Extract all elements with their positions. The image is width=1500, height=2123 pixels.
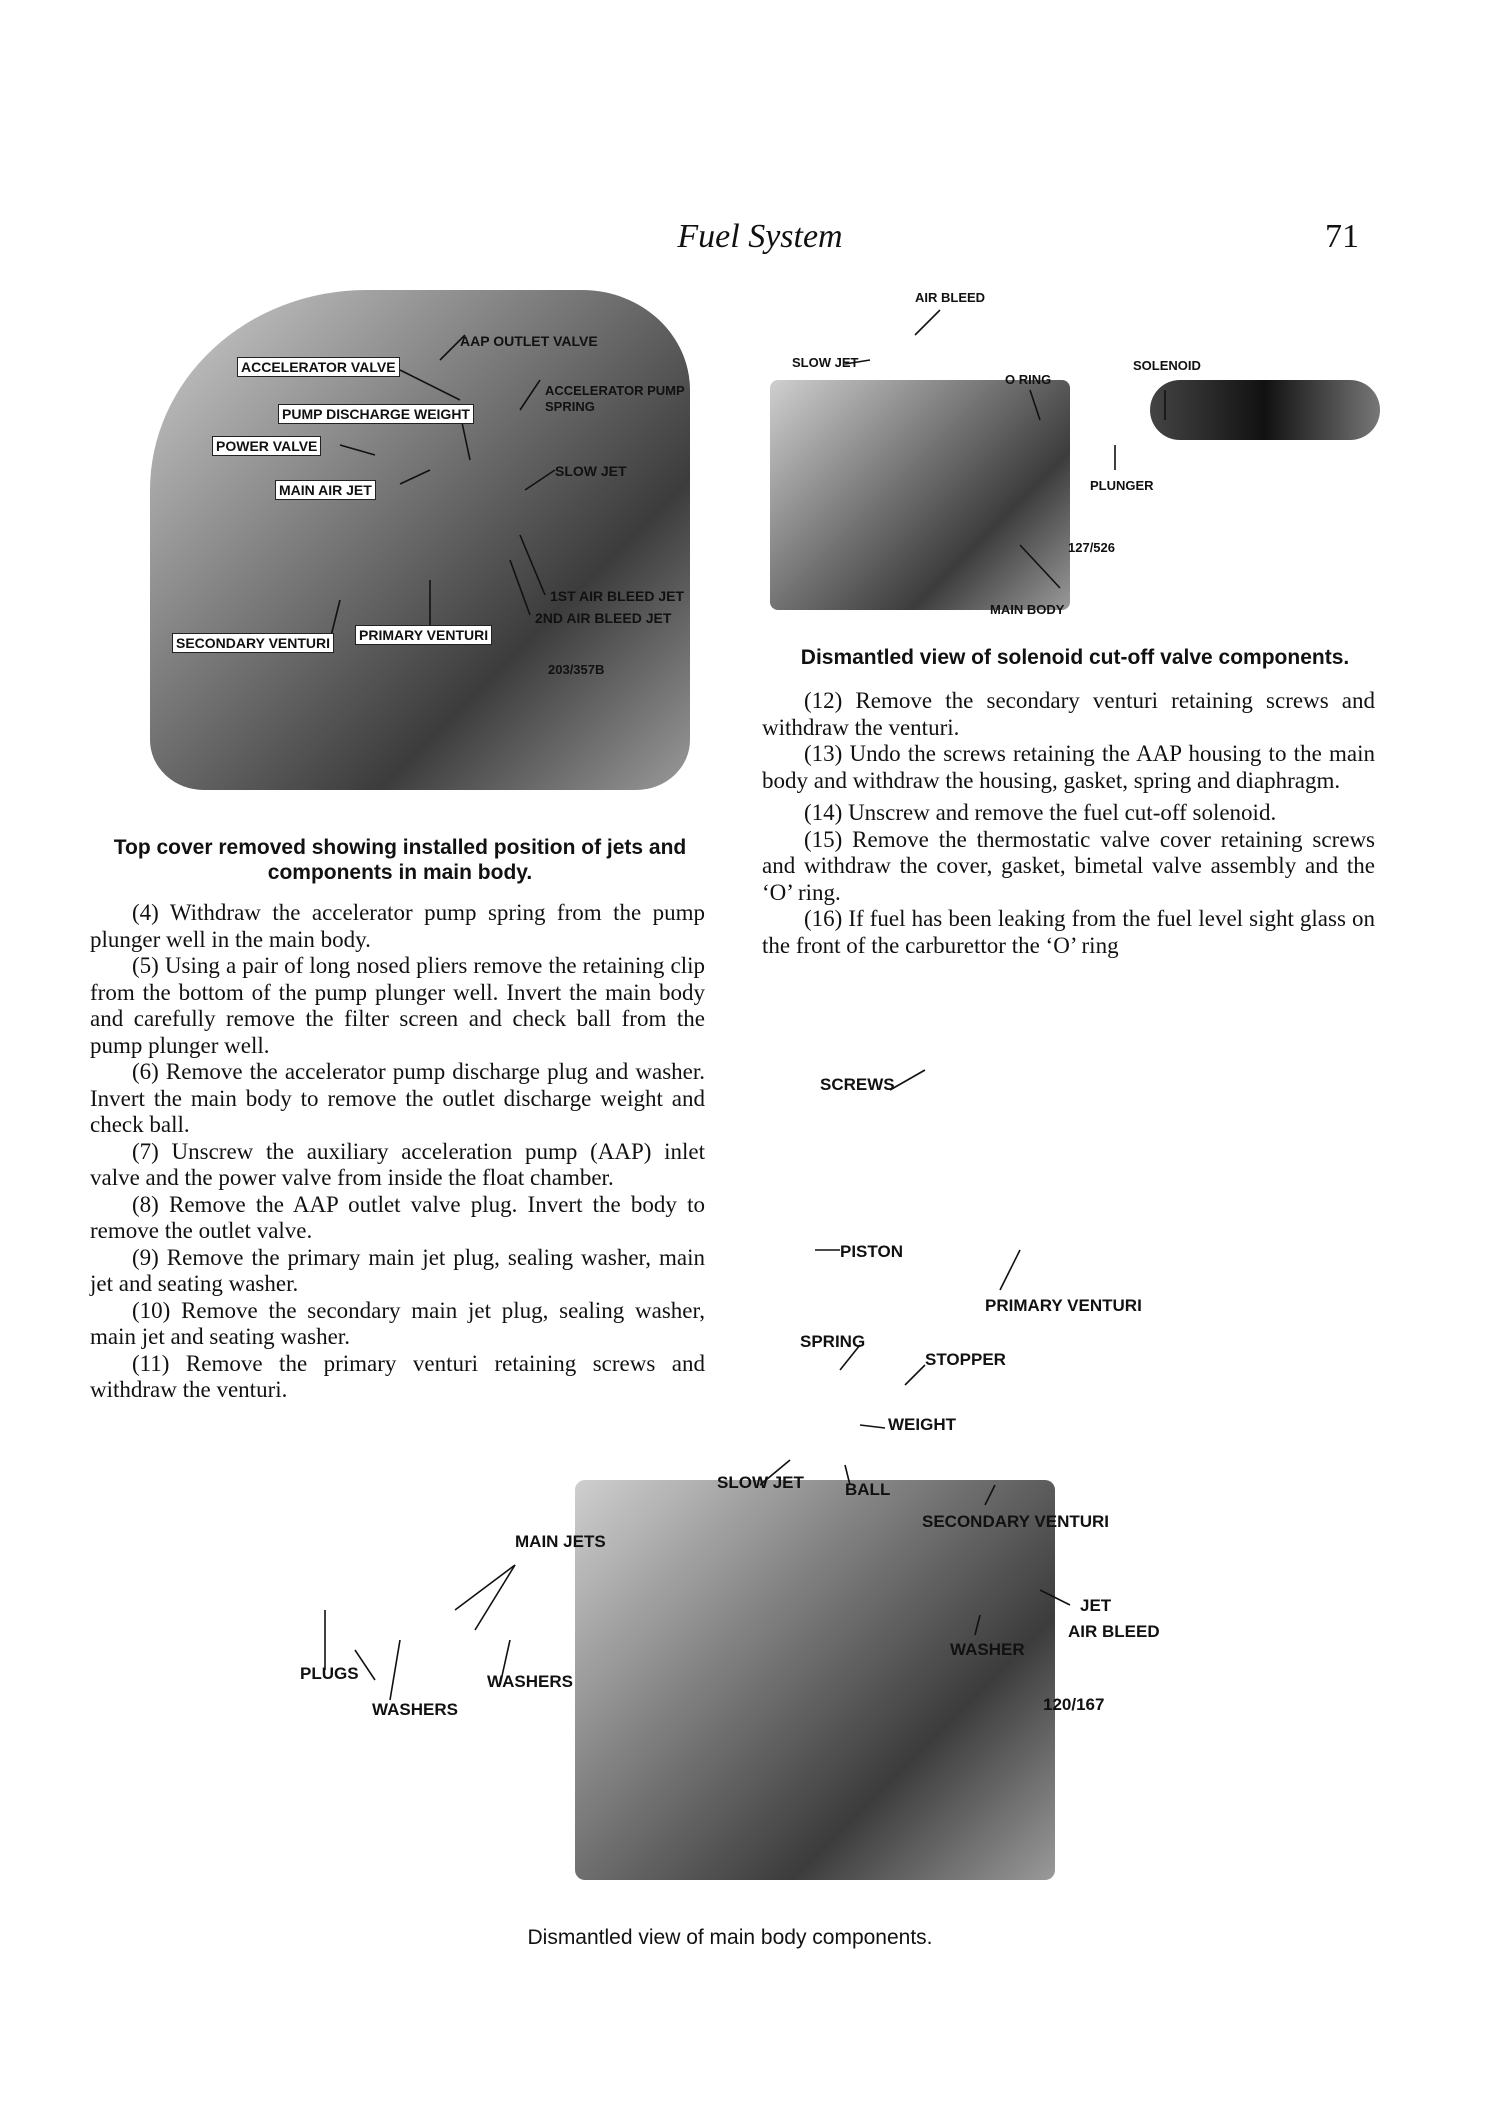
paragraph: (15) Remove the thermostatic valve cover…	[762, 826, 1375, 905]
label-aap-outlet-valve: AAP OUTLET VALVE	[460, 333, 598, 349]
label-ball: BALL	[845, 1480, 891, 1499]
label-washers-left: WASHERS	[372, 1700, 458, 1719]
label-secondary-venturi-bottom: SECONDARY VENTURI	[922, 1512, 1110, 1531]
paragraph: (10) Remove the secondary main jet plug,…	[90, 1297, 705, 1350]
paragraph: (8) Remove the AAP outlet valve plug. In…	[90, 1191, 705, 1244]
paragraph: (4) Withdraw the accelerator pump spring…	[90, 900, 705, 952]
label-slow-jet-bottom: SLOW JET	[717, 1473, 804, 1492]
label-ref-127-526: 127/526	[1068, 540, 1115, 555]
running-header-title: Fuel System	[677, 218, 843, 255]
label-air-bleed-bottom: AIR BLEED	[1068, 1622, 1160, 1641]
label-slow-jet-top: SLOW JET	[555, 463, 627, 479]
label-power-valve: POWER VALVE	[212, 436, 322, 456]
paragraph: (16) If fuel has been leaking from the f…	[762, 906, 1375, 958]
label-plugs: PLUGS	[300, 1664, 359, 1683]
caption-top-left: Top cover removed showing installed posi…	[113, 836, 687, 885]
label-accelerator-valve: ACCELERATOR VALVE	[237, 357, 400, 377]
caption-bottom: Dismantled view of main body components.	[527, 1926, 933, 1949]
label-2nd-air-bleed-jet: 2ND AIR BLEED JET	[535, 610, 672, 626]
label-spring: SPRING	[800, 1332, 866, 1351]
label-plunger: PLUNGER	[1090, 478, 1154, 493]
label-main-body-solenoid: MAIN BODY	[990, 602, 1065, 617]
label-1st-air-bleed-jet: 1ST AIR BLEED JET	[550, 588, 685, 604]
label-ref-120-167: 120/167	[1043, 1695, 1105, 1714]
carburettor-top-photo	[150, 290, 690, 790]
label-weight: WEIGHT	[888, 1415, 956, 1434]
paragraph: (14) Unscrew and remove the fuel cut-off…	[804, 800, 1277, 825]
solenoid-cable-photo	[1150, 380, 1380, 440]
paragraph: (13) Undo the screws retaining the AAP h…	[762, 741, 1375, 793]
main-body-photo	[575, 1480, 1055, 1880]
solenoid-main-body-photo	[770, 380, 1070, 610]
label-washers-right: WASHERS	[487, 1672, 573, 1691]
label-o-ring: O RING	[1005, 372, 1052, 387]
label-screws: SCREWS	[820, 1075, 895, 1094]
paragraph: (9) Remove the primary main jet plug, se…	[90, 1244, 705, 1297]
label-air-bleed-solenoid: AIR BLEED	[915, 290, 986, 305]
label-secondary-venturi-top: SECONDARY VENTURI	[172, 633, 335, 653]
paragraph: (7) Unscrew the auxiliary acceleration p…	[90, 1138, 705, 1191]
label-main-air-jet: MAIN AIR JET	[275, 480, 376, 500]
label-stopper: STOPPER	[925, 1350, 1006, 1369]
label-accelerator-pump-spring-1: ACCELERATOR PUMP	[545, 383, 685, 398]
paragraph: (11) Remove the primary venturi retainin…	[90, 1350, 705, 1403]
paragraph: (12) Remove the secondary venturi retain…	[762, 688, 1375, 740]
label-primary-venturi-bottom: PRIMARY VENTURI	[985, 1296, 1142, 1315]
label-accelerator-pump-spring-2: SPRING	[545, 399, 595, 414]
paragraph: (6) Remove the accelerator pump discharg…	[90, 1059, 705, 1137]
label-primary-venturi-top: PRIMARY VENTURI	[355, 625, 493, 645]
page-number: 71	[1325, 218, 1359, 255]
label-main-jets: MAIN JETS	[515, 1532, 606, 1551]
label-pump-discharge-weight: PUMP DISCHARGE WEIGHT	[278, 404, 474, 424]
right-column-text: (12) Remove the secondary venturi retain…	[762, 688, 1375, 959]
label-washer: WASHER	[950, 1640, 1025, 1659]
left-column-text: (4) Withdraw the accelerator pump spring…	[90, 900, 705, 1404]
label-jet: JET	[1080, 1596, 1112, 1615]
label-solenoid: SOLENOID	[1133, 358, 1201, 373]
paragraph: (5) Using a pair of long nosed pliers re…	[90, 953, 705, 1058]
label-slow-jet-solenoid: SLOW JET	[792, 355, 859, 370]
label-piston: PISTON	[840, 1242, 903, 1261]
label-ref-203-357b: 203/357B	[548, 662, 605, 677]
caption-top-right: Dismantled view of solenoid cut-off valv…	[800, 646, 1350, 669]
